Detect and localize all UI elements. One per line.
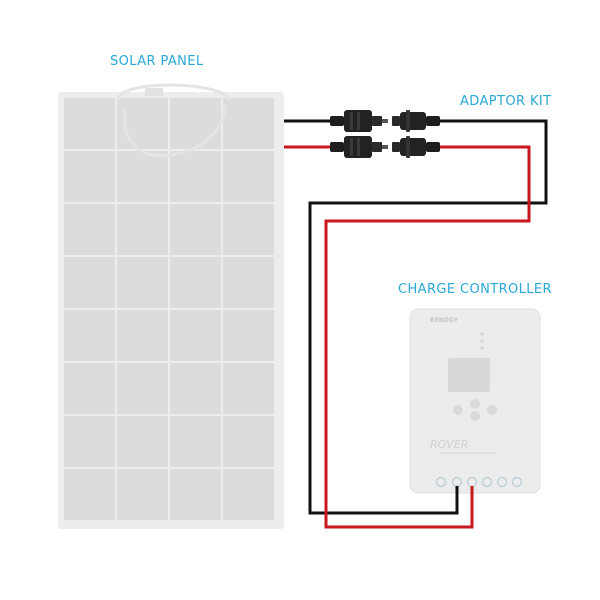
solar-cell bbox=[170, 416, 221, 467]
status-led bbox=[480, 346, 484, 350]
solar-cell bbox=[64, 310, 115, 361]
terminal-screw bbox=[511, 476, 523, 488]
solar-cell bbox=[117, 416, 168, 467]
solar-cell bbox=[223, 257, 274, 308]
terminal-screw bbox=[496, 476, 508, 488]
down-button bbox=[470, 411, 480, 421]
solar-cell bbox=[64, 363, 115, 414]
solar-cell bbox=[223, 416, 274, 467]
solar-cell bbox=[170, 98, 221, 149]
solar-cell bbox=[223, 469, 274, 520]
solar-cell bbox=[117, 363, 168, 414]
solar-cell bbox=[170, 151, 221, 202]
solar-cell bbox=[170, 469, 221, 520]
panel-cable bbox=[116, 83, 232, 101]
controller-brand-text: RENOGY bbox=[430, 317, 459, 324]
solar-cell bbox=[117, 469, 168, 520]
charge-controller: RENOGY ROVER bbox=[409, 308, 541, 494]
solar-cell bbox=[223, 204, 274, 255]
solar-cell bbox=[117, 204, 168, 255]
lcd-screen bbox=[448, 358, 490, 392]
terminal-screw bbox=[481, 476, 493, 488]
up-button bbox=[470, 399, 480, 409]
solar-panel-cells bbox=[64, 98, 274, 520]
solar-cell bbox=[64, 416, 115, 467]
panel-cable bbox=[122, 104, 227, 158]
solar-panel-label: SOLAR PANEL bbox=[110, 54, 204, 69]
junction-box bbox=[145, 88, 163, 96]
negative-wire bbox=[284, 119, 548, 515]
solar-cell bbox=[170, 257, 221, 308]
solar-cell bbox=[64, 98, 115, 149]
mc4-connector-top bbox=[330, 110, 440, 132]
solar-cell bbox=[117, 257, 168, 308]
menu-button bbox=[453, 405, 463, 415]
solar-cell bbox=[170, 310, 221, 361]
solar-cell bbox=[223, 363, 274, 414]
mc4-connector-bottom bbox=[330, 136, 440, 158]
status-led bbox=[480, 339, 484, 343]
charge-controller-label: CHARGE CONTROLLER bbox=[398, 282, 552, 297]
positive-wire bbox=[284, 145, 531, 529]
adaptor-kit bbox=[330, 110, 440, 158]
adaptor-kit-label: ADAPTOR KIT bbox=[460, 94, 552, 109]
solar-cell bbox=[64, 204, 115, 255]
solar-cell bbox=[223, 310, 274, 361]
solar-cell bbox=[223, 151, 274, 202]
enter-button bbox=[487, 405, 497, 415]
controller-model-text: ROVER bbox=[430, 438, 468, 451]
solar-panel bbox=[58, 83, 284, 529]
solar-cell bbox=[170, 363, 221, 414]
solar-cell bbox=[117, 310, 168, 361]
solar-cell bbox=[223, 98, 274, 149]
solar-cell bbox=[64, 151, 115, 202]
status-led bbox=[480, 332, 484, 336]
solar-cell bbox=[170, 204, 221, 255]
solar-cell bbox=[64, 469, 115, 520]
solar-cell bbox=[64, 257, 115, 308]
solar-cell bbox=[117, 151, 168, 202]
terminal-screw bbox=[435, 476, 447, 488]
